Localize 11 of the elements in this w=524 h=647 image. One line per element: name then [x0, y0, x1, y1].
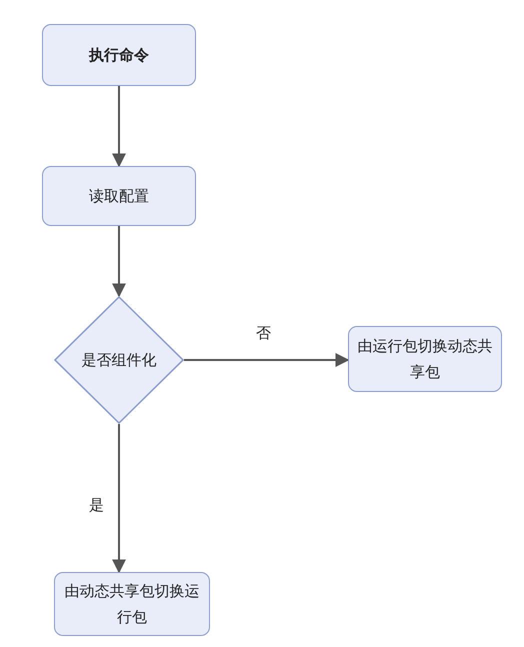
arrow: [112, 424, 126, 574]
process-box: 由运行包切换动态共享包: [348, 326, 502, 392]
process-box: 执行命令: [42, 24, 196, 86]
edge-label: 否: [254, 324, 273, 343]
process-box: 读取配置: [42, 166, 196, 226]
process-box: 由动态共享包切换运行包: [54, 572, 210, 636]
edge-label: 是: [87, 496, 106, 515]
decision-diamond: 是否组件化: [54, 296, 184, 424]
arrow: [112, 226, 126, 298]
arrow: [184, 353, 350, 367]
arrow: [112, 86, 126, 168]
